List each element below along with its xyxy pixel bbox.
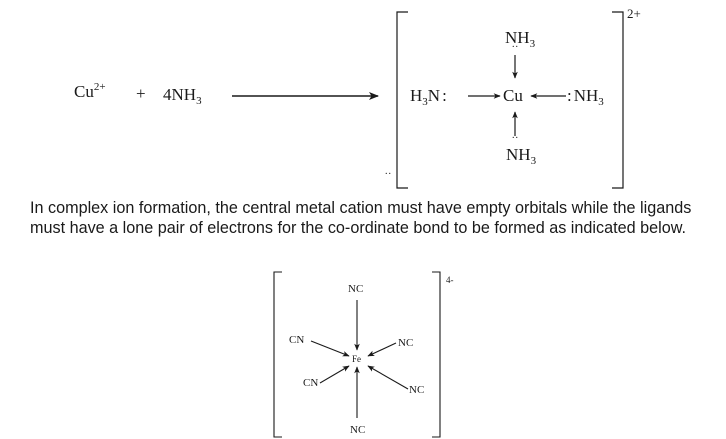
cu-ligand-top: NH3: [505, 28, 536, 50]
lone-pair-right: :: [567, 86, 572, 105]
ammonia-subscript: 3: [196, 95, 202, 107]
lone-pair-top: ..: [512, 39, 519, 50]
ligand-right-text: NH: [573, 86, 599, 105]
explanation-paragraph: In complex ion formation, the central me…: [30, 199, 692, 237]
cu-ligand-bottom: NH3: [506, 145, 537, 167]
fe-bond-upper-left: [310, 340, 350, 357]
fe-center-atom: Fe: [352, 354, 361, 364]
ligand-top-text: NH: [505, 28, 530, 47]
fe-ligand-upper-right: NC: [398, 337, 414, 349]
lone-pair-bottom: ..: [512, 130, 519, 141]
copper-symbol: Cu: [74, 82, 94, 101]
cu-ligand-right: :NH3: [567, 86, 604, 108]
stray-dots: ..: [385, 166, 392, 177]
fe-ligand-lower-left: CN: [303, 377, 319, 389]
fe-ligand-top: NC: [348, 283, 364, 295]
ligand-right-sub: 3: [598, 96, 604, 108]
ligand-left-h: H: [410, 86, 423, 105]
ligand-left-n: N: [427, 86, 441, 105]
reactant-copper-ion: Cu2+: [74, 82, 106, 102]
cu-bracket-left: [396, 11, 408, 189]
reactant-ammonia: 4NH3: [163, 85, 202, 107]
ligand-bottom-text: NH: [506, 145, 531, 164]
fe-bracket-left: [273, 271, 282, 438]
cu-complex-charge: 2+: [627, 6, 641, 21]
fe-bracket-right: [432, 271, 441, 438]
plus-sign: +: [136, 84, 146, 103]
cu-center-atom: Cu: [503, 86, 523, 105]
ligand-top-sub: 3: [529, 38, 536, 50]
fe-complex-charge: 4-: [446, 275, 454, 285]
fe-bond-lower-left: [319, 365, 350, 384]
fe-ligand-lower-right: NC: [409, 384, 425, 396]
cu-bracket-right: [612, 11, 624, 189]
ligand-left-sub: 3: [422, 96, 428, 108]
ligand-bottom-sub: 3: [530, 155, 537, 167]
cu-ligand-left: H3N:: [410, 86, 447, 108]
copper-charge: 2+: [93, 81, 106, 93]
fe-bond-lower-right: [367, 365, 409, 390]
fe-ligand-upper-left: CN: [289, 334, 305, 346]
fe-ligand-bottom: NC: [350, 424, 366, 436]
ammonia-coefficient: 4NH: [163, 85, 197, 104]
lone-pair-left: :: [442, 86, 447, 105]
fe-bond-upper-right: [367, 342, 397, 357]
